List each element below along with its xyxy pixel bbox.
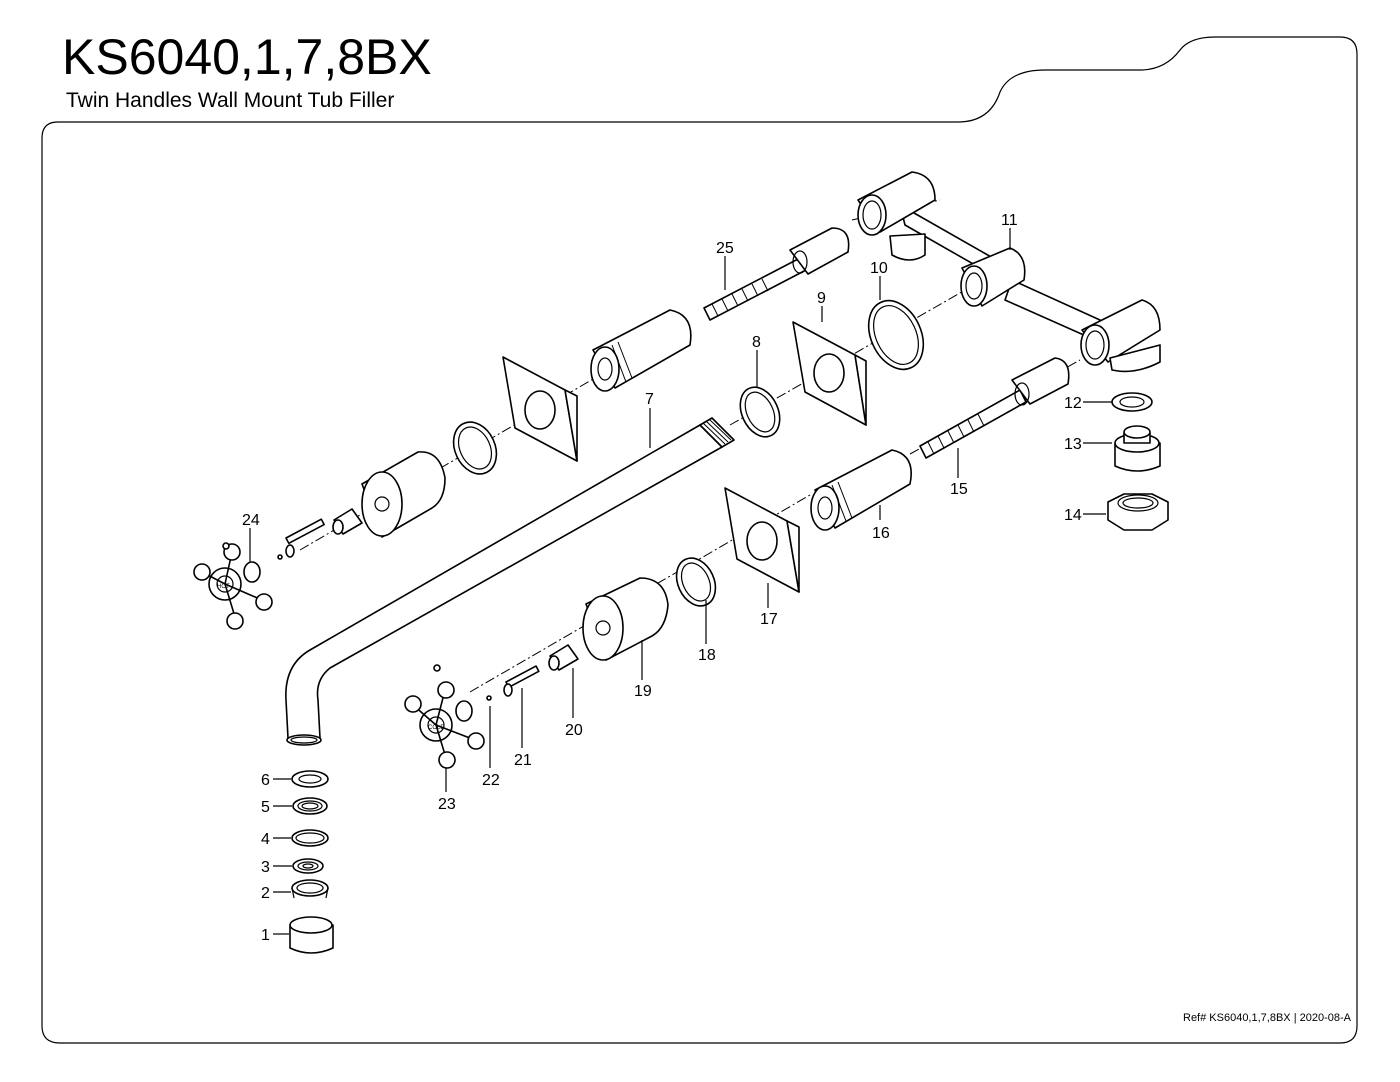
flange-9 (792, 321, 867, 426)
callout-12: 12 (1064, 395, 1082, 412)
callout-23: 23 (438, 796, 456, 813)
reference-footer: Ref# KS6040,1,7,8BX | 2020-08-A (1183, 1012, 1352, 1024)
model-title: KS6040,1,7,8BX (62, 29, 432, 85)
right-handle: COLD (404, 664, 485, 769)
insert-2 (291, 879, 329, 899)
drawing-frame (41, 36, 1358, 1044)
callout-9: 9 (817, 290, 826, 307)
callout-14: 14 (1064, 507, 1082, 524)
left-handle: HOT (193, 542, 273, 630)
product-subtitle: Twin Handles Wall Mount Tub Filler (66, 89, 394, 112)
valve-body (857, 171, 1161, 373)
washer-12 (1111, 392, 1153, 412)
callout-18: 18 (698, 647, 716, 664)
left-screw (277, 518, 325, 560)
ring-4 (291, 829, 329, 847)
callout-20: 20 (565, 722, 583, 739)
ring-5 (292, 797, 328, 815)
callout-6: 6 (261, 772, 270, 789)
svg-text:HOT: HOT (217, 584, 230, 590)
callout-25: 25 (716, 240, 734, 257)
callout-21: 21 (514, 752, 532, 769)
right-cartridge-15 (919, 357, 1070, 459)
washer-8 (739, 386, 781, 438)
right-bonnet (810, 449, 912, 531)
left-sleeve (361, 451, 446, 538)
leader-lines (249, 228, 1112, 935)
callout-5: 5 (261, 799, 270, 816)
callout-4: 4 (261, 831, 270, 848)
left-adapter (332, 508, 363, 535)
aerator-assembly (289, 770, 334, 954)
spout (285, 417, 735, 746)
right-adapter (548, 644, 579, 671)
callout-11: 11 (1001, 212, 1018, 229)
svg-text:COLD: COLD (428, 725, 445, 731)
callout-3: 3 (261, 859, 270, 876)
callout-22: 22 (482, 772, 500, 789)
callout-1: 1 (261, 927, 270, 944)
housing-1 (289, 916, 334, 954)
callout-8: 8 (752, 334, 761, 351)
left-bonnet (590, 309, 692, 392)
right-flange (724, 487, 800, 593)
left-oring (452, 421, 498, 475)
oring-10 (867, 299, 925, 371)
screen-3 (292, 858, 324, 874)
right-oring (675, 557, 717, 607)
callout-24: 24 (242, 512, 260, 529)
nut-14 (1107, 493, 1169, 531)
callout-13: 13 (1064, 436, 1082, 453)
callout-16: 16 (872, 525, 890, 542)
callout-15: 15 (950, 481, 968, 498)
right-screw (486, 665, 540, 701)
connector-13 (1114, 425, 1161, 472)
left-cartridge-25 (703, 227, 850, 321)
callout-19: 19 (634, 683, 652, 700)
callout-17: 17 (760, 611, 778, 628)
ring-6 (291, 770, 329, 788)
left-flange (502, 356, 578, 462)
callout-10: 10 (870, 260, 888, 277)
callout-labels: 1 2 3 4 5 6 7 8 9 10 11 12 13 14 15 16 1… (242, 212, 1082, 944)
right-sleeve (582, 577, 669, 661)
callout-2: 2 (261, 885, 270, 902)
callout-7: 7 (645, 391, 654, 408)
